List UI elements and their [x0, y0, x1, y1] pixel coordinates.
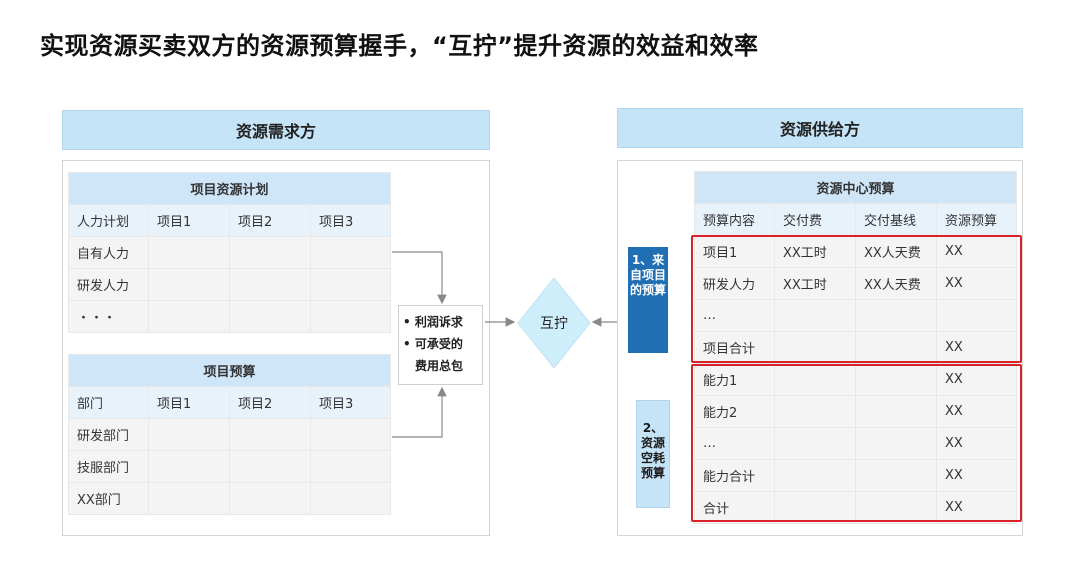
table-row: ・・・ — [68, 300, 392, 333]
table-cell — [774, 395, 856, 428]
plan-to-bullets-arrow — [392, 251, 447, 305]
resource-idle-budget-label: 2、资源空耗预算 — [636, 400, 670, 508]
table-row: 自有人力 — [68, 236, 392, 269]
table-cell — [309, 268, 392, 301]
table-row: 合计 XX — [694, 491, 1018, 524]
demand-summary-box: • 利润诉求 • 可承受的 费用总包 — [398, 305, 483, 385]
table-cell: XX工时 — [774, 235, 856, 268]
bullet-cost-package: 费用总包 — [415, 359, 464, 373]
table-cell: ・・・ — [68, 300, 149, 333]
table-cell: XX — [935, 363, 1018, 396]
table-cell: 项目1 — [148, 386, 230, 419]
table-cell: 研发部门 — [68, 418, 149, 451]
table-row: 项目合计 XX — [694, 331, 1018, 364]
table-cell: 合计 — [694, 491, 775, 524]
table-cell: 项目合计 — [694, 331, 775, 364]
supply-side-header: 资源供给方 — [617, 108, 1023, 148]
project-budget-label: 1、来自项目的预算 — [628, 247, 668, 353]
table-row: XX部门 — [68, 482, 392, 515]
table-cell: XX — [935, 395, 1018, 428]
resource-idle-budget-highlight — [691, 364, 1022, 522]
table-cell: XX — [935, 427, 1018, 460]
table-cell — [855, 395, 937, 428]
table-cell: XX — [935, 235, 1018, 268]
hu-ning-diamond — [517, 277, 591, 369]
hu-ning-label: 互拧 — [540, 316, 568, 332]
table-cell — [855, 491, 937, 524]
table-row: 研发部门 — [68, 418, 392, 451]
table-cell — [148, 236, 230, 269]
table-row: … — [694, 299, 1018, 332]
table-cell — [229, 482, 311, 515]
table-cell: 能力2 — [694, 395, 775, 428]
demand-side-header: 资源需求方 — [62, 110, 490, 150]
table-cell: 自有人力 — [68, 236, 149, 269]
table-cell — [309, 418, 392, 451]
budget-table-title: 项目预算 — [67, 354, 392, 387]
table-cell: 预算内容 — [694, 203, 775, 236]
table-cell: 资源预算 — [935, 203, 1018, 236]
table-row: 技服部门 — [68, 450, 392, 483]
table-cell: 项目1 — [694, 235, 775, 268]
table-cell — [148, 300, 230, 333]
table-cell — [774, 331, 856, 364]
table-cell — [229, 418, 311, 451]
table-cell: 项目2 — [229, 204, 311, 237]
table-cell — [148, 450, 230, 483]
table-cell — [148, 418, 230, 451]
table-cell — [229, 450, 311, 483]
plan-table-title: 项目资源计划 — [67, 172, 392, 205]
table-cell — [935, 299, 1018, 332]
table-cell: 项目1 — [148, 204, 230, 237]
hu-ning-node: 互拧 — [518, 278, 590, 368]
table-cell: XX — [935, 331, 1018, 364]
table-cell: 项目3 — [309, 204, 392, 237]
table-cell — [774, 491, 856, 524]
project-budget-highlight — [691, 235, 1022, 363]
table-cell: 交付基线 — [855, 203, 937, 236]
table-cell — [309, 300, 392, 333]
budget-to-bullets-arrow — [392, 386, 447, 438]
table-cell — [148, 482, 230, 515]
table-cell: XX — [935, 459, 1018, 492]
table-cell: XX — [935, 491, 1018, 524]
page-title: 实现资源买卖双方的资源预算握手，“互拧”提升资源的效益和效率 — [40, 32, 759, 60]
bullet-profit-demand: • 利润诉求 — [403, 315, 463, 329]
table-row: 能力合计 XX — [694, 459, 1018, 492]
table-cell — [855, 427, 937, 460]
bullet-affordable: • 可承受的 — [403, 337, 463, 351]
table-cell: 项目3 — [309, 386, 392, 419]
supply-table-title: 资源中心预算 — [693, 171, 1018, 204]
table-cell: XX — [935, 267, 1018, 300]
table-row: 能力2 XX — [694, 395, 1018, 428]
table-cell — [309, 236, 392, 269]
table-cell — [855, 363, 937, 396]
table-cell: 能力合计 — [694, 459, 775, 492]
table-header-row: 预算内容交付费交付基线资源预算 — [694, 203, 1018, 236]
table-cell: 部门 — [68, 386, 149, 419]
table-cell: XX工时 — [774, 267, 856, 300]
table-cell — [148, 268, 230, 301]
table-cell — [309, 482, 392, 515]
table-cell — [309, 450, 392, 483]
table-row: … XX — [694, 427, 1018, 460]
table-row: 研发人力 — [68, 268, 392, 301]
table-cell: 研发人力 — [68, 268, 149, 301]
table-cell: 技服部门 — [68, 450, 149, 483]
table-cell — [229, 300, 311, 333]
table-cell: 交付费 — [774, 203, 856, 236]
table-cell — [229, 236, 311, 269]
table-cell: XX人天费 — [855, 235, 937, 268]
table-cell: … — [694, 427, 775, 460]
table-cell — [774, 299, 856, 332]
table-cell: XX部门 — [68, 482, 149, 515]
